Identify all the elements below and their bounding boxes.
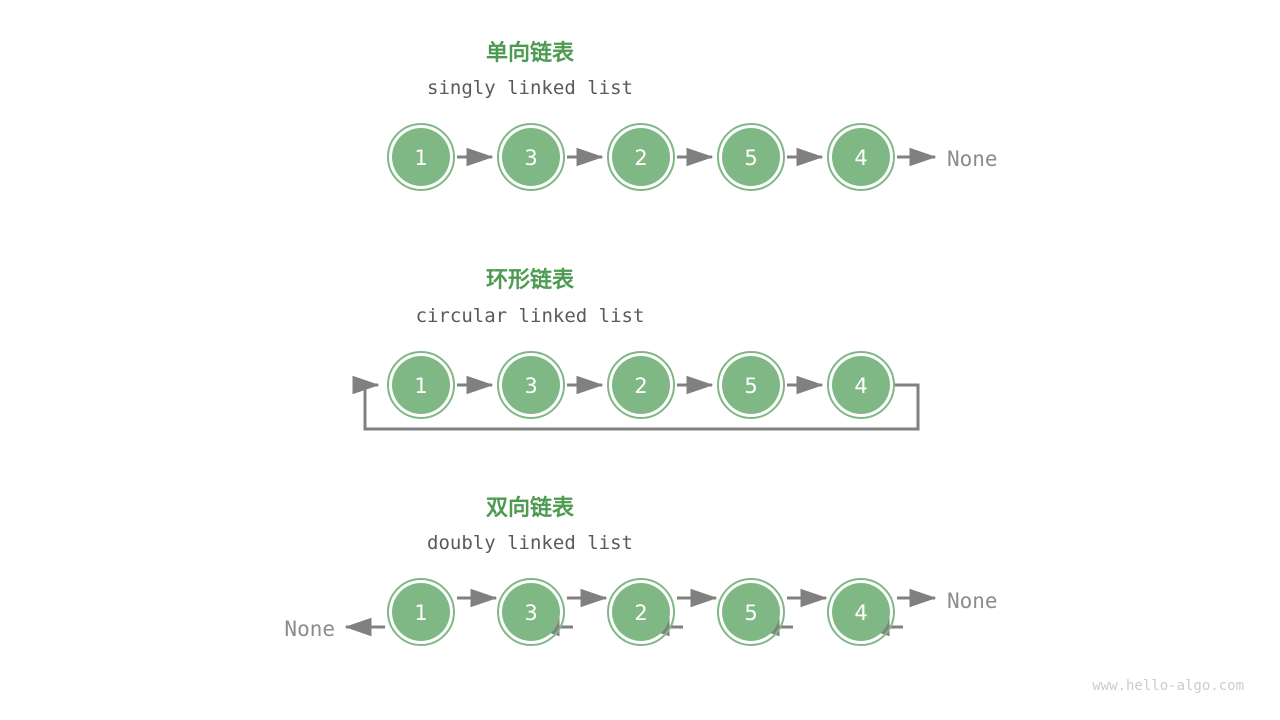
node-value: 4 xyxy=(854,146,867,170)
singly-tail-none-label: None xyxy=(947,147,998,171)
circular-node-3: 2 xyxy=(607,351,675,419)
node-value: 5 xyxy=(744,374,757,398)
node-value: 1 xyxy=(414,601,427,625)
singly-node-4: 5 xyxy=(717,123,785,191)
doubly-node-1: 1 xyxy=(387,578,455,646)
section-singly-title-cn: 单向链表 xyxy=(486,40,575,66)
doubly-node-2: 3 xyxy=(497,578,565,646)
circular-node-5: 4 xyxy=(827,351,895,419)
section-doubly-title-cn: 双向链表 xyxy=(486,495,575,521)
circular-node-2: 3 xyxy=(497,351,565,419)
section-circular-title-cn: 环形链表 xyxy=(486,267,575,293)
section-circular-title-en: circular linked list xyxy=(416,305,645,327)
section-circular: 环形链表 circular linked list 1 3 xyxy=(352,267,920,431)
section-singly-title-en: singly linked list xyxy=(427,77,633,99)
node-value: 3 xyxy=(524,601,537,625)
doubly-node-3: 2 xyxy=(607,578,675,646)
circular-loopback-path xyxy=(352,375,920,431)
node-value: 4 xyxy=(854,374,867,398)
watermark-label: www.hello-algo.com xyxy=(1092,678,1244,694)
node-value: 5 xyxy=(744,601,757,625)
section-doubly: 双向链表 doubly linked list 1 xyxy=(284,495,998,646)
section-doubly-title-en: doubly linked list xyxy=(427,532,633,554)
node-value: 2 xyxy=(634,601,647,625)
doubly-tail-none-label: None xyxy=(947,589,998,613)
node-value: 5 xyxy=(744,146,757,170)
singly-node-3: 2 xyxy=(607,123,675,191)
node-value: 2 xyxy=(634,374,647,398)
doubly-head-none-label: None xyxy=(284,617,335,641)
node-value: 3 xyxy=(524,374,537,398)
circular-node-4: 5 xyxy=(717,351,785,419)
node-value: 1 xyxy=(414,374,427,398)
singly-node-1: 1 xyxy=(387,123,455,191)
circular-node-1: 1 xyxy=(387,351,455,419)
singly-node-2: 3 xyxy=(497,123,565,191)
doubly-node-4: 5 xyxy=(717,578,785,646)
node-value: 3 xyxy=(524,146,537,170)
singly-node-5: 4 xyxy=(827,123,895,191)
node-value: 4 xyxy=(854,601,867,625)
node-value: 2 xyxy=(634,146,647,170)
node-value: 1 xyxy=(414,146,427,170)
section-singly: 单向链表 singly linked list 1 3 xyxy=(387,40,998,191)
doubly-node-5: 4 xyxy=(827,578,895,646)
